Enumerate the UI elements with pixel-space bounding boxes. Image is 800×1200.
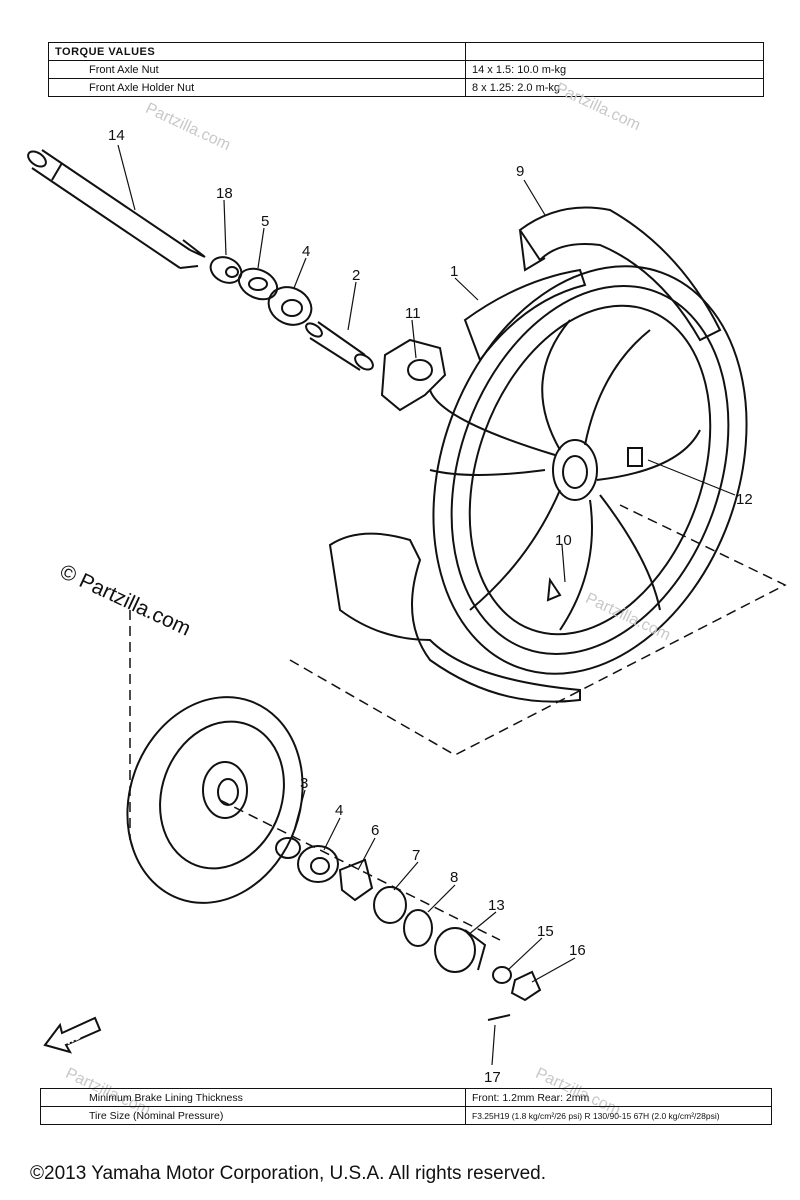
spec-value: Front: 1.2mm Rear: 2mm [465,1088,772,1107]
callout: 4 [302,243,310,260]
callout: 16 [569,942,586,959]
oil-seal [403,909,433,947]
callout: 7 [412,847,420,864]
axle-nut [510,970,542,1002]
spec-table: Minimum Brake Lining Thickness Front: 1.… [40,1088,772,1125]
assembly-lines [129,504,787,941]
callout-numbers: 14 18 5 4 2 11 1 9 12 10 3 4 6 7 8 13 15… [58,127,753,1086]
meter-clutch [338,858,374,902]
front-axle [27,149,206,269]
callout: 14 [108,127,125,144]
fwd-arrow-icon [43,1016,102,1054]
callout: 10 [555,532,572,549]
cotter-pin [487,1014,511,1021]
gear-unit [373,886,407,924]
axle-holder [380,338,447,412]
oil-seal [237,267,279,301]
valve [546,577,562,602]
tire-section [328,532,581,703]
tube [463,268,587,363]
callout: 8 [450,869,458,886]
spec-label: Tire Size (Nominal Pressure) [40,1106,466,1125]
wheel [429,265,748,675]
spacer [305,321,374,371]
torque-values-table: TORQUE VALUES Front Axle Nut 14 x 1.5: 1… [48,42,764,97]
table-row: Tire Size (Nominal Pressure) F3.25H19 (1… [40,1106,772,1125]
callout: 5 [261,213,269,230]
washer [492,966,512,984]
tire [518,206,722,342]
callout: 12 [736,491,753,508]
callout: 1 [450,263,458,280]
speedometer-gear-unit [434,927,487,973]
callout: 9 [516,163,524,180]
spec-value: F3.25H19 (1.8 kg/cm²/26 psi) R 130/90-15… [465,1106,772,1125]
bearing [297,845,339,883]
table-row: Minimum Brake Lining Thickness Front: 1.… [40,1088,772,1107]
spec-label: Minimum Brake Lining Thickness [40,1088,466,1107]
callout: 6 [371,822,379,839]
table-row: Front Axle Holder Nut 8 x 1.25: 2.0 m-kg [48,78,764,97]
torque-value: 8 x 1.25: 2.0 m-kg [465,78,764,97]
dust-seal [275,837,301,859]
callout: 13 [488,897,505,914]
callout: 3 [300,775,308,792]
callout: 18 [216,185,233,202]
callout: 2 [352,267,360,284]
brake-disc [126,696,304,904]
leader-lines [117,144,736,1066]
bearing [267,286,313,326]
callout: 4 [335,802,343,819]
callout: 11 [405,305,421,322]
collar [209,256,243,284]
callout: 17 [484,1069,501,1086]
callout: 15 [537,923,554,940]
copyright: ©2013 Yamaha Motor Corporation, U.S.A. A… [30,1163,546,1184]
balance-weight [627,447,643,467]
